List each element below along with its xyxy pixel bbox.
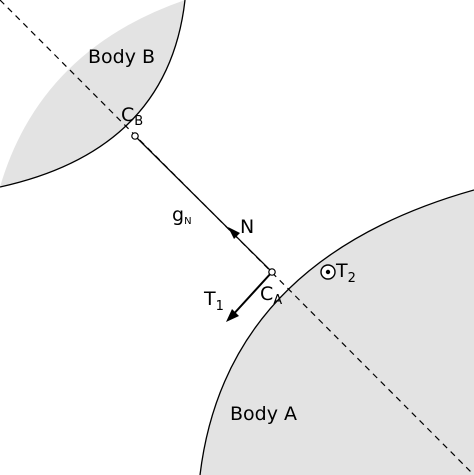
normal-vector-label: N	[240, 216, 254, 238]
tangent-2-label: T2	[335, 260, 356, 286]
gap-subscript: N	[184, 216, 191, 227]
tangent-1-arrowhead	[226, 309, 239, 322]
gap-label: gN	[172, 204, 192, 227]
tangent-1-label: T1	[203, 288, 224, 314]
normal-arrowhead	[228, 227, 240, 239]
contact-point-b-marker	[131, 132, 139, 140]
body-b-shape	[0, 0, 185, 187]
body-b-outline	[0, 0, 186, 188]
gap-base: g	[172, 204, 184, 226]
tangent-1-subscript: 1	[216, 299, 224, 314]
contact-point-a-subscript: A	[273, 293, 282, 308]
body-a-outline	[199, 189, 474, 475]
body-a-shape-fill	[200, 190, 474, 475]
contact-point-b-subscript: B	[134, 114, 143, 129]
tangent-2-base: T	[335, 260, 348, 282]
tangent-2-subscript: 2	[348, 271, 356, 286]
contact-point-a-label: CA	[260, 283, 282, 308]
contact-point-a-marker	[268, 268, 276, 276]
contact-point-b-base: C	[121, 104, 134, 126]
body-b-shape-fill	[0, 0, 185, 187]
tangent-1-vector	[229, 271, 273, 319]
body-a-label: Body A	[230, 403, 297, 425]
contact-point-b-label: CB	[121, 104, 143, 129]
tangent-1-base: T	[203, 288, 216, 310]
contact-point-a-base: C	[260, 283, 273, 305]
body-b-label: Body B	[88, 46, 155, 68]
tangent-2-dot	[325, 269, 331, 275]
gap-segment	[134, 135, 273, 273]
